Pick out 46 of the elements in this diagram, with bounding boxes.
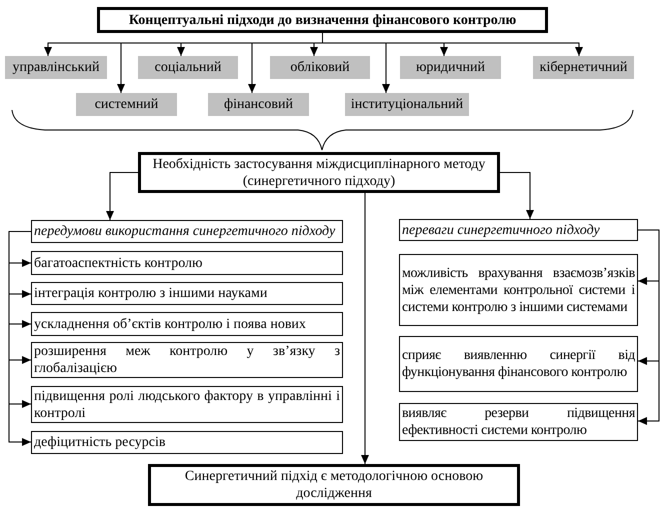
approach-box: [138, 56, 238, 79]
item-box: [31, 251, 343, 275]
item-text: можливість врахування взаємозв’язків між елементами контрольної системи і системи контролю з іншими системами: [402, 264, 635, 316]
item-box: [399, 254, 638, 326]
arrow: [500, 172, 534, 220]
arrow: [8, 231, 32, 446]
method-box: [148, 464, 520, 506]
item-box: [399, 336, 638, 392]
approach-box: [208, 93, 309, 116]
approach-box: [400, 56, 501, 79]
item-text: ускладнення об’єктів контролю і поява нових: [34, 316, 307, 332]
approach-box: [345, 93, 469, 116]
title-box: [97, 7, 548, 33]
approach-box: [76, 93, 177, 116]
item-box: [31, 312, 343, 336]
arrow: [361, 192, 369, 464]
header-text: переваги синергетичного підходу: [402, 222, 601, 238]
method-box: [138, 152, 500, 193]
header-box: [399, 219, 638, 241]
method-text: Синергетичний підхід є методологічною основою дослідження: [184, 468, 484, 502]
item-text: виявляє резерви підвищення ефективності системи контролю: [402, 405, 635, 439]
arrow: [106, 172, 138, 220]
approach-label: соціальний: [154, 59, 222, 76]
approach-label: кібернетичний: [540, 59, 628, 76]
approach-label: системний: [94, 96, 158, 113]
approach-label: управлінський: [12, 59, 100, 76]
approach-box: [533, 56, 634, 79]
approach-label: обліковий: [290, 59, 350, 76]
arrow: [638, 230, 660, 425]
title-text: Концептуальні підходи до визначення фінансового контролю: [128, 12, 516, 28]
approach-label: юридичний: [416, 59, 486, 76]
approach-label: інституціональний: [350, 96, 464, 113]
method-text: Необхідність застосування міждисциплінарного методу (синергетичного підходу): [152, 156, 486, 190]
item-text: підвищення ролі людського фактору в управлінні і контролі: [34, 388, 340, 422]
approach-label: фінансовий: [224, 96, 293, 113]
item-text: сприяє виявленню синергії від функціонування фінансового контролю: [402, 347, 635, 381]
approach-box: [5, 56, 107, 79]
item-box: [31, 431, 343, 454]
item-text: інтеграція контролю з іншими науками: [34, 285, 268, 302]
header-text: передумови використання синергетичного підходу: [34, 223, 336, 240]
header-box: [31, 220, 343, 243]
item-text: багатоаспектність контролю: [34, 254, 204, 272]
item-text: дефіцитність ресурсів: [34, 434, 166, 451]
item-text: розширення меж контролю у зв’язку з глобалізацією: [34, 343, 340, 377]
approach-box: [270, 56, 370, 79]
item-box: [31, 282, 343, 305]
